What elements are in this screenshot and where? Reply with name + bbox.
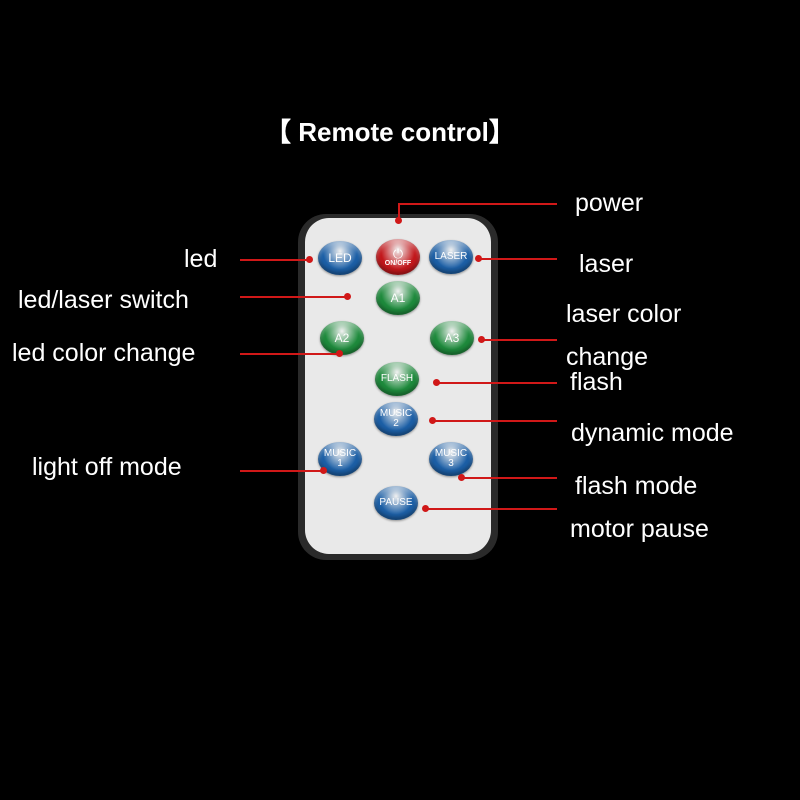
- leader-motor-pause: [426, 508, 557, 510]
- label-laser-color-change: change: [566, 343, 649, 371]
- label-laser: laser: [579, 250, 634, 278]
- leader-dot-power: [395, 217, 402, 224]
- leader-power-v: [398, 203, 400, 221]
- label-dynamic-mode: dynamic mode: [571, 419, 734, 447]
- music2-button-label: MUSIC: [379, 407, 413, 419]
- music1-button-number: 1: [337, 458, 343, 469]
- label-power: power: [575, 189, 644, 217]
- leader-dot-light-off: [320, 467, 327, 474]
- leader-dynamic: [433, 420, 557, 422]
- power-icon: ⏻: [392, 245, 404, 261]
- leader-laser-color: [482, 339, 557, 341]
- label-light-off-mode: light off mode: [32, 453, 182, 481]
- music1-button-label: MUSIC: [323, 447, 357, 459]
- label-flash-mode: flash mode: [575, 472, 698, 500]
- pause-button-label: PAUSE: [379, 496, 413, 508]
- a3-button-label: A3: [444, 330, 460, 345]
- laser-button[interactable]: LASER: [429, 240, 473, 274]
- leader-led-color: [240, 353, 340, 355]
- power-button-label: ON/OFF: [384, 259, 412, 267]
- leader-switch: [240, 296, 348, 298]
- leader-power-h: [399, 203, 557, 205]
- leader-dot-led: [306, 256, 313, 263]
- a2-button[interactable]: A2: [320, 321, 364, 355]
- music3-button-number: 3: [448, 458, 454, 469]
- leader-dot-motor-pause: [422, 505, 429, 512]
- laser-button-label: LASER: [434, 250, 468, 262]
- label-led-laser-switch: led/laser switch: [18, 286, 189, 314]
- leader-light-off: [240, 470, 324, 472]
- music2-button[interactable]: MUSIC 2: [374, 402, 418, 436]
- a3-button[interactable]: A3: [430, 321, 474, 355]
- pause-button[interactable]: PAUSE: [374, 486, 418, 520]
- flash-button-label: FLASH: [380, 372, 414, 384]
- power-button[interactable]: ⏻ ON/OFF: [376, 239, 420, 275]
- a1-button-label: A1: [390, 290, 406, 305]
- leader-dot-laser-color: [478, 336, 485, 343]
- flash-button[interactable]: FLASH: [375, 362, 419, 396]
- music1-button[interactable]: MUSIC 1: [318, 442, 362, 476]
- leader-flash: [437, 382, 557, 384]
- a2-button-label: A2: [334, 330, 350, 345]
- leader-flash-mode: [462, 477, 557, 479]
- music2-button-number: 2: [393, 418, 399, 429]
- music3-button-label: MUSIC: [434, 447, 468, 459]
- leader-dot-dynamic: [429, 417, 436, 424]
- leader-dot-flash: [433, 379, 440, 386]
- leader-laser: [480, 258, 557, 260]
- page-title: 【 Remote control】: [265, 117, 515, 147]
- leader-dot-led-color: [336, 350, 343, 357]
- label-led-color-change: led color change: [12, 339, 196, 367]
- leader-dot-laser: [475, 255, 482, 262]
- leader-led: [240, 259, 310, 261]
- label-flash: flash: [570, 368, 623, 396]
- led-button[interactable]: LED: [318, 241, 362, 275]
- label-laser-color: laser color: [566, 300, 682, 328]
- label-motor-pause: motor pause: [570, 515, 709, 543]
- music3-button[interactable]: MUSIC 3: [429, 442, 473, 476]
- label-led: led: [184, 245, 218, 273]
- a1-button[interactable]: A1: [376, 281, 420, 315]
- led-button-label: LED: [328, 250, 352, 265]
- leader-dot-switch: [344, 293, 351, 300]
- leader-dot-flash-mode: [458, 474, 465, 481]
